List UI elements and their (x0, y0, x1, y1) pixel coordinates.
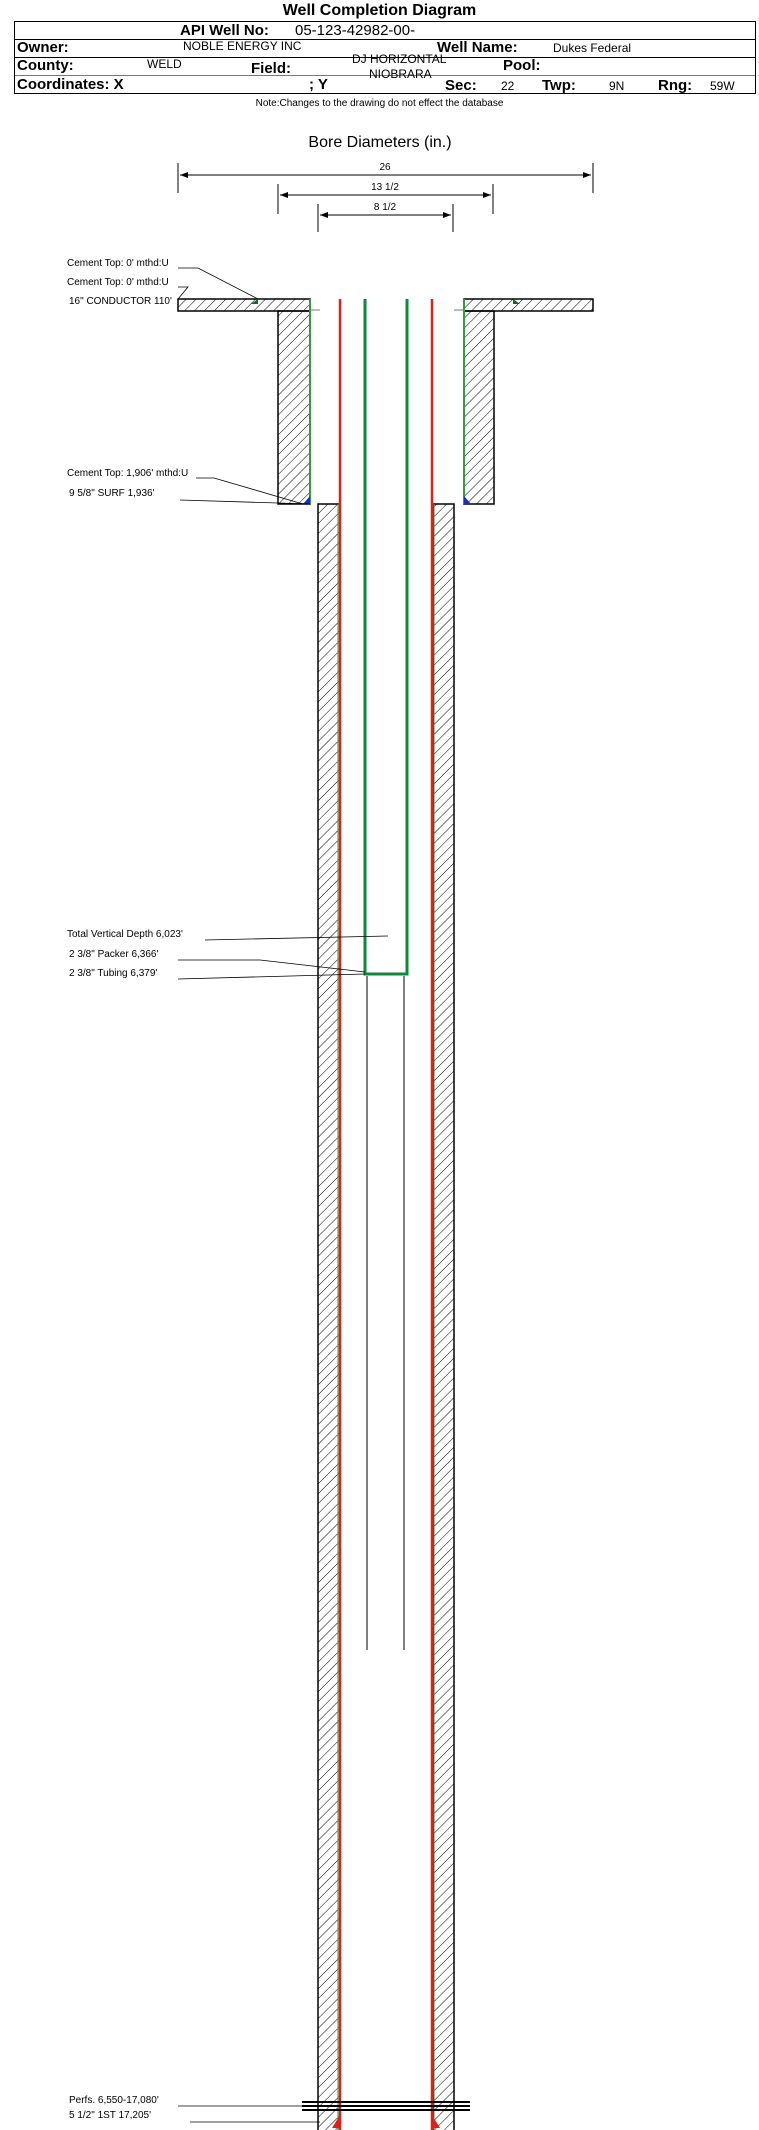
twp-label: Twp: (542, 77, 576, 94)
surface-casing-cement (277, 310, 495, 505)
field-value-2: NIOBRARA (369, 67, 432, 81)
cement-top-label-1: Cement Top: 0' mthd:U (67, 258, 169, 269)
api-value: 05-123-42982-00- (295, 22, 416, 39)
twp-value: 9N (609, 79, 625, 93)
county-value: WELD (147, 57, 182, 71)
rng-value: 59W (710, 79, 735, 93)
perfs-label: Perfs. 6,550-17,080' (69, 2095, 159, 2106)
surface-shoe-left (303, 496, 310, 504)
leader-lines (177, 267, 420, 2123)
tubing (363, 299, 409, 976)
cement-top-label-2: Cement Top: 0' mthd:U (67, 277, 169, 288)
packer-label: 2 3/8" Packer 6,366' (69, 949, 158, 960)
note-text: Note:Changes to the drawing do not effec… (255, 98, 504, 109)
pool-label: Pool: (503, 57, 541, 74)
coord-x-label: Coordinates: X (17, 76, 124, 93)
coord-y-label: ; Y (309, 76, 328, 93)
production-casing-label: 5 1/2" 1ST 17,205' (69, 2110, 151, 2121)
well-name-value: Dukes Federal (553, 41, 632, 55)
sec-value: 22 (501, 79, 515, 93)
surface-casing-label: 9 5/8" SURF 1,936' (69, 488, 155, 499)
sec-label: Sec: (445, 77, 477, 94)
bore-title: Bore Diameters (in.) (308, 134, 451, 151)
county-label: County: (17, 57, 74, 74)
tubing-label: 2 3/8" Tubing 6,379' (69, 968, 157, 979)
cement-top-label-3: Cement Top: 1,906' mthd:U (67, 468, 188, 479)
bore-dimension-lines (177, 163, 594, 232)
api-row: API Well No: 05-123-42982-00- (15, 22, 755, 40)
owner-value: NOBLE ENERGY INC (183, 39, 302, 53)
county-row: County: WELD Field: DJ HORIZONTAL NIOBRA… (15, 52, 755, 81)
bore-8-half: 8 1/2 (374, 202, 397, 213)
owner-row: Owner: NOBLE ENERGY INC Well Name: Dukes… (15, 39, 755, 58)
conductor-label: 16" CONDUCTOR 110' (69, 296, 172, 307)
owner-label: Owner: (17, 39, 69, 56)
well-name-label: Well Name: (437, 39, 518, 56)
tvd-label: Total Vertical Depth 6,023' (67, 929, 183, 940)
bore-13-half: 13 1/2 (371, 182, 399, 193)
rng-label: Rng: (658, 77, 693, 94)
header-table: API Well No: 05-123-42982-00- Owner: NOB… (14, 21, 756, 94)
field-value-1: DJ HORIZONTAL (352, 52, 447, 66)
surface-shoe-right (464, 496, 471, 504)
diagram-title: Well Completion Diagram (282, 2, 477, 19)
field-label: Field: (251, 60, 291, 77)
bore-26: 26 (379, 162, 391, 173)
conductor (177, 298, 594, 312)
api-label: API Well No: (180, 22, 269, 39)
annotations: Cement Top: 0' mthd:U Cement Top: 0' mth… (67, 258, 188, 2121)
